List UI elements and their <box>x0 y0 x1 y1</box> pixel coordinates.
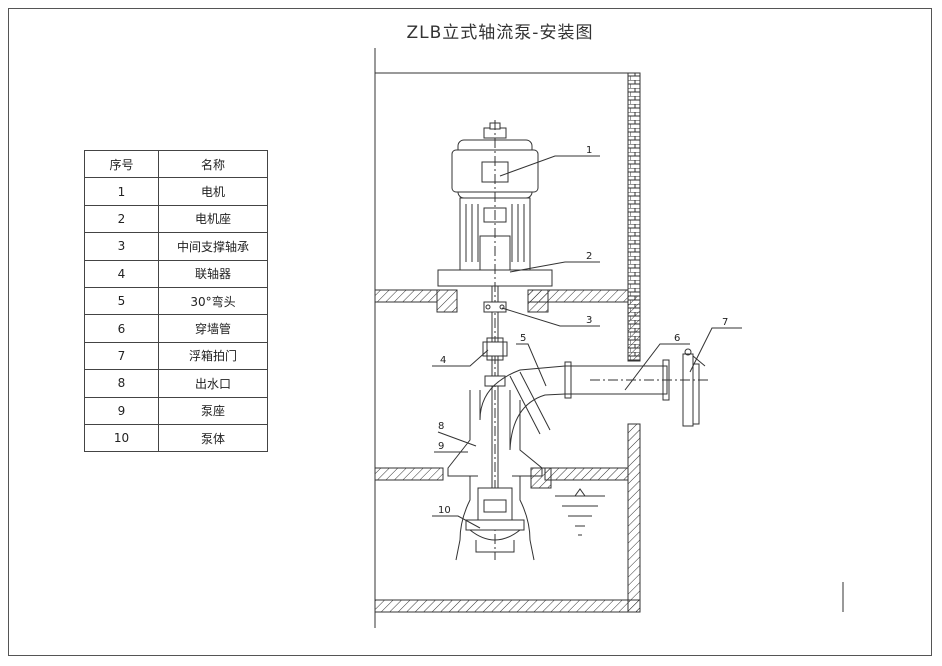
row-name: 泵座 <box>158 396 268 425</box>
row-name: 浮箱拍门 <box>158 341 268 371</box>
callout-leaders <box>432 155 742 529</box>
callout-3: 3 <box>586 315 592 326</box>
row-name: 电机 <box>158 177 268 206</box>
row-name: 电机座 <box>158 204 268 234</box>
row-name: 中间支撑轴承 <box>158 232 268 261</box>
row-no: 3 <box>84 232 159 261</box>
pump-body <box>447 390 543 561</box>
row-no: 7 <box>84 341 159 371</box>
row-no: 9 <box>84 396 159 425</box>
callout-6: 6 <box>674 333 680 344</box>
building-walls <box>374 48 641 628</box>
callout-8: 8 <box>438 421 444 432</box>
header-no: 序号 <box>84 149 159 179</box>
water-level-symbol <box>555 488 605 536</box>
row-name: 泵体 <box>158 423 268 453</box>
callout-7: 7 <box>722 317 728 328</box>
drawing-title: ZLB立式轴流泵-安装图 <box>406 23 594 43</box>
row-no: 6 <box>84 314 159 343</box>
pump-shaft <box>482 120 508 560</box>
callout-9: 9 <box>438 441 444 452</box>
callout-labels: 1 2 3 4 5 6 7 8 9 10 <box>438 145 728 516</box>
discharge-piping <box>479 348 710 451</box>
row-name: 出水口 <box>158 369 268 398</box>
callout-4: 4 <box>440 355 446 366</box>
drawing-frame <box>8 8 932 656</box>
row-no: 10 <box>84 423 159 453</box>
table-header-row: 序号 名称 <box>84 149 268 179</box>
row-no: 1 <box>84 177 159 206</box>
callout-2: 2 <box>586 251 592 262</box>
row-name: 联轴器 <box>158 259 268 288</box>
callout-10: 10 <box>438 505 451 516</box>
row-no: 5 <box>84 286 159 316</box>
row-name: 穿墙管 <box>158 314 268 343</box>
callout-1: 1 <box>586 145 592 156</box>
callout-5: 5 <box>520 333 526 344</box>
